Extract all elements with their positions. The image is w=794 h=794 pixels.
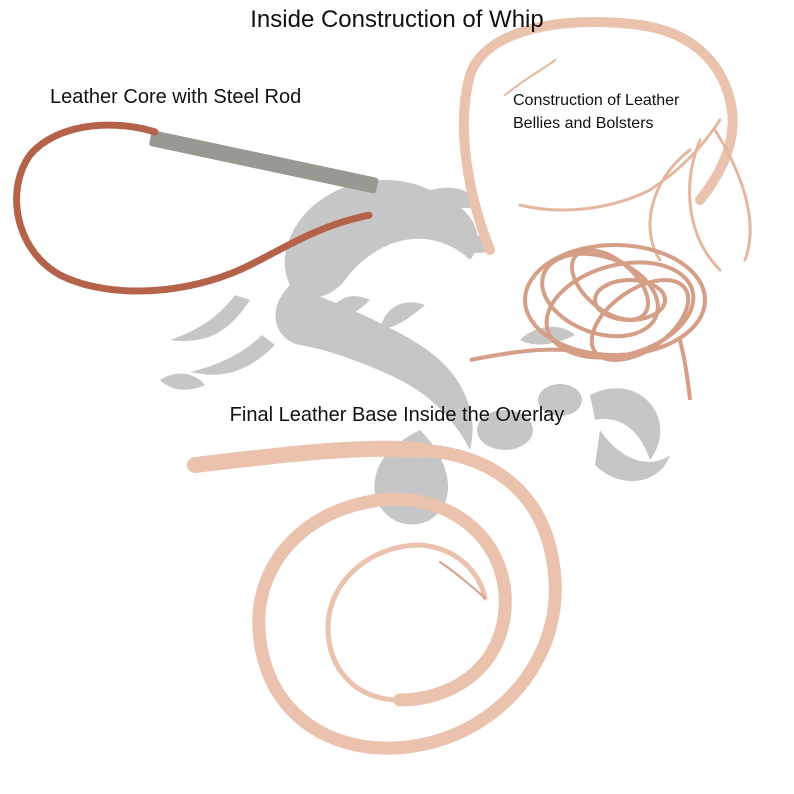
steel-rod [149, 130, 379, 194]
whip-thong [252, 443, 562, 755]
final-base-label: Final Leather Base Inside the Overlay [229, 404, 565, 426]
bellies-bolsters-label-line1: Construction of Leather [513, 92, 680, 109]
bellies-bolsters-label: Construction of Leather Bellies and Bols… [513, 89, 679, 135]
leather-core-with-steel-rod [13, 121, 379, 295]
leather-core-label: Leather Core with Steel Rod [50, 86, 302, 108]
final-leather-base-whip [187, 440, 562, 755]
leather-strips-pile [469, 243, 707, 401]
bellies-bolsters-label-line2: Bellies and Bolsters [513, 115, 654, 132]
leather-bellies-and-bolsters [458, 17, 752, 272]
scorpion-watermark-icon [160, 180, 670, 525]
braided-leather-core [13, 121, 374, 295]
bolster-strand [458, 17, 738, 255]
whip-cracker [439, 561, 486, 599]
page-title: Inside Construction of Whip [250, 6, 544, 33]
whip-handle [187, 440, 428, 473]
